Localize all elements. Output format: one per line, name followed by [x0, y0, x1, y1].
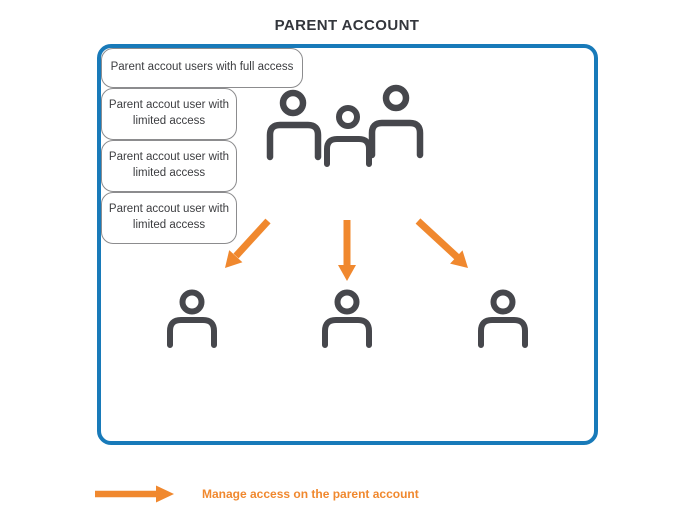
- limited-access-label: Parent accout user with limited access: [101, 140, 237, 192]
- users-group-icon: [266, 84, 424, 167]
- arrow-right-icon: [95, 485, 174, 503]
- limited-access-label: Parent accout user with limited access: [101, 88, 237, 140]
- page-title: PARENT ACCOUNT: [274, 17, 420, 34]
- user-icon: [478, 289, 528, 348]
- limited-access-label: Parent accout user with limited access: [101, 192, 237, 244]
- arrow-down-icon: [338, 220, 356, 281]
- user-back-left-icon: [266, 89, 322, 161]
- full-access-label: Parent accout users with full access: [101, 48, 303, 88]
- user-front-middle-icon: [324, 105, 372, 167]
- branch-arrows: [225, 218, 468, 281]
- user-icon: [322, 289, 372, 348]
- parent-account-box: Parent accout users with full access: [97, 44, 598, 445]
- user-back-right-icon: [368, 84, 424, 159]
- user-icon: [167, 289, 217, 348]
- arrow-down-left-icon: [225, 218, 271, 268]
- arrow-down-right-icon: [415, 218, 468, 268]
- legend-text: Manage access on the parent account: [202, 487, 419, 501]
